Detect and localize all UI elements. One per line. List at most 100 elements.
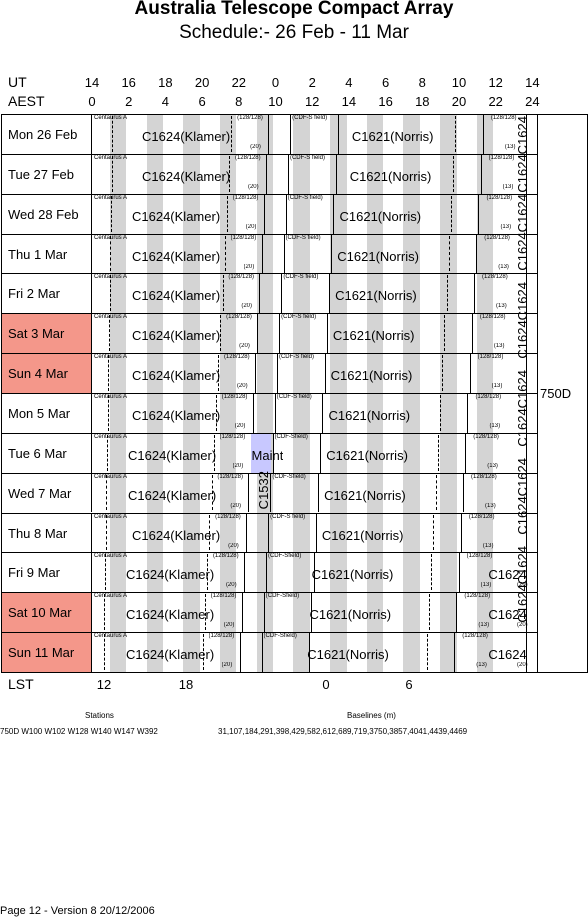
klamer-label: C1624(Klamer) — [132, 208, 221, 224]
ratio-label: (128/128) — [217, 473, 244, 480]
block-boundary — [268, 114, 270, 154]
maint-block — [250, 433, 271, 473]
block-boundary — [320, 432, 322, 473]
elevation-limit — [455, 116, 457, 152]
norris-label: C1621(Norris) — [349, 168, 432, 184]
c1532-label: C1532 — [256, 470, 272, 509]
centaurus-label: Centaurus A — [94, 393, 128, 400]
ratio-label-right: (128/128) — [482, 274, 508, 281]
ratio-label-right: (128/128) — [488, 154, 515, 161]
centaurus-label: Centaurus A — [94, 354, 128, 361]
n20-label: (20) — [250, 144, 261, 150]
block-boundary — [246, 512, 248, 553]
klamer-label: C1624(Klamer) — [132, 248, 221, 264]
n13-label: (13) — [500, 223, 512, 230]
block-boundary — [326, 313, 328, 354]
ut-tick: 22 — [231, 75, 247, 90]
norris-label: C1621(Norris) — [321, 527, 404, 543]
block-boundary — [478, 193, 480, 234]
elevation-limit — [202, 634, 204, 670]
norris-label: C1621(Norris) — [335, 288, 417, 304]
block-boundary — [241, 592, 243, 633]
aest-tick: 16 — [378, 94, 393, 109]
ut-tick: 0 — [271, 75, 280, 90]
day-label: Wed 28 Feb — [2, 194, 91, 234]
day-label-border — [91, 273, 92, 314]
norris-label: C1621(Norris) — [328, 407, 411, 423]
block-boundary — [456, 592, 458, 633]
ratio-label: (128/128) — [223, 354, 250, 361]
ratio-label-right: (128/128) — [471, 473, 497, 480]
block-boundary — [467, 392, 469, 433]
ratio-label-right: (128/128) — [466, 553, 493, 560]
n20-label: (20) — [228, 542, 239, 549]
block-boundary — [476, 233, 478, 274]
ratio-label: (128/128) — [219, 433, 246, 440]
day-label: Sun 4 Mar — [2, 354, 91, 393]
ratio-label-right: (128/128) — [484, 234, 510, 241]
elevation-limit — [435, 474, 437, 511]
block-boundary — [329, 273, 331, 314]
elevation-limit — [110, 235, 112, 272]
day-label-border — [91, 353, 92, 393]
ut-tick: 16 — [121, 75, 136, 90]
day-label: Fri 2 Mar — [2, 274, 91, 314]
stations-title: Stations — [85, 711, 114, 720]
row-divider — [1, 273, 537, 275]
cdfs-label: (CDF-S field) — [276, 393, 312, 400]
row-divider — [1, 592, 537, 594]
cdfs-label: (CDF-S field) — [283, 274, 319, 281]
block-boundary — [290, 114, 292, 154]
block-boundary — [318, 472, 320, 513]
elevation-limit — [108, 315, 110, 352]
cdfs-label: (CDF-S field) — [281, 314, 317, 321]
day-label-border — [91, 472, 92, 513]
elevation-limit — [106, 434, 108, 471]
block-boundary — [469, 353, 471, 393]
elevation-limit — [104, 554, 106, 591]
block-boundary — [463, 472, 465, 513]
block-boundary — [322, 392, 324, 433]
ut-tick: 8 — [418, 75, 426, 90]
block-boundary — [471, 313, 473, 354]
day-label-border — [91, 592, 92, 633]
maint-label: Maint — [251, 447, 284, 463]
elevation-limit — [205, 594, 207, 631]
block-boundary — [335, 153, 337, 194]
elevation-limit — [222, 275, 224, 312]
row-divider — [1, 632, 537, 634]
block-boundary — [311, 592, 313, 633]
n13-label: (13) — [498, 263, 509, 270]
c1624-vertical: C1624C1624 — [515, 194, 530, 271]
elevation-limit — [112, 116, 114, 152]
block-boundary — [465, 432, 467, 473]
aest-tick: 18 — [415, 94, 430, 109]
row-divider — [1, 432, 537, 434]
block-boundary — [287, 153, 289, 194]
row-divider — [1, 193, 537, 195]
block-boundary — [480, 153, 482, 194]
c1624-vertical: C1624C1624 — [515, 458, 530, 535]
ratio-label-right: (128/128) — [475, 393, 502, 400]
ut-tick: 20 — [194, 75, 210, 90]
c1624-right-label: C1624 — [488, 567, 527, 583]
block-boundary — [261, 632, 263, 672]
block-boundary — [281, 273, 283, 314]
c1624-vertical: C1624C1624 — [515, 282, 530, 359]
block-boundary — [458, 552, 460, 593]
n20-label: (20) — [223, 622, 235, 629]
ratio-label-right: (128/128) — [477, 354, 504, 361]
centaurus-label: Centaurus A — [94, 274, 128, 281]
elevation-limit — [110, 195, 112, 232]
aest-tick: 0 — [88, 94, 96, 109]
day-label-border — [91, 153, 92, 194]
centaurus-label: Centaurus A — [94, 194, 128, 201]
klamer-label: C1624(Klamer) — [126, 567, 215, 583]
ratio-label: (128/128) — [230, 234, 257, 241]
ut-tick: 12 — [488, 75, 503, 90]
block-boundary — [331, 233, 333, 274]
day-label-border — [91, 114, 92, 154]
centaurus-label: Centaurus A — [94, 314, 128, 321]
block-boundary — [324, 353, 326, 393]
klamer-label: C1624(Klamer) — [142, 168, 231, 184]
